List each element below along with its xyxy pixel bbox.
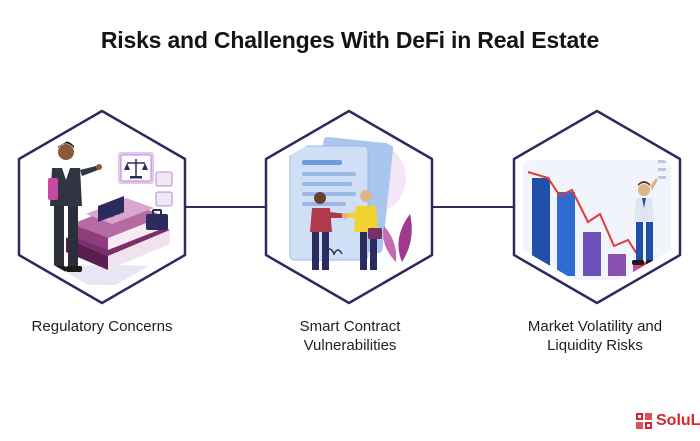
caption-line-2: Liquidity Risks: [547, 337, 643, 354]
caption-line-2: Vulnerabilities: [303, 337, 397, 354]
caption-market-volatility: Market Volatility and Liquidity Risks: [502, 317, 688, 355]
hexagon-smart-contract: [264, 109, 434, 305]
brand-name: SoluLab: [656, 412, 700, 429]
caption-line-1: Market Volatility and: [527, 318, 663, 335]
caption-regulatory-concerns: Regulatory Concerns: [18, 317, 186, 336]
caption-line-1: Regulatory Concerns: [31, 318, 173, 335]
brand-logo: SoluLab: [636, 411, 700, 431]
solulab-logo-icon: [636, 413, 652, 429]
caption-smart-contract: Smart Contract Vulnerabilities: [265, 317, 435, 355]
contract-handshake-icon: [275, 121, 423, 293]
caption-line-1: Smart Contract: [299, 318, 401, 335]
hexagon-regulatory: LAW: [17, 109, 187, 305]
hexagon-market-volatility: [512, 109, 682, 305]
page-title: Risks and Challenges With DeFi in Real E…: [100, 27, 600, 53]
falling-bar-chart-icon: [523, 121, 671, 293]
